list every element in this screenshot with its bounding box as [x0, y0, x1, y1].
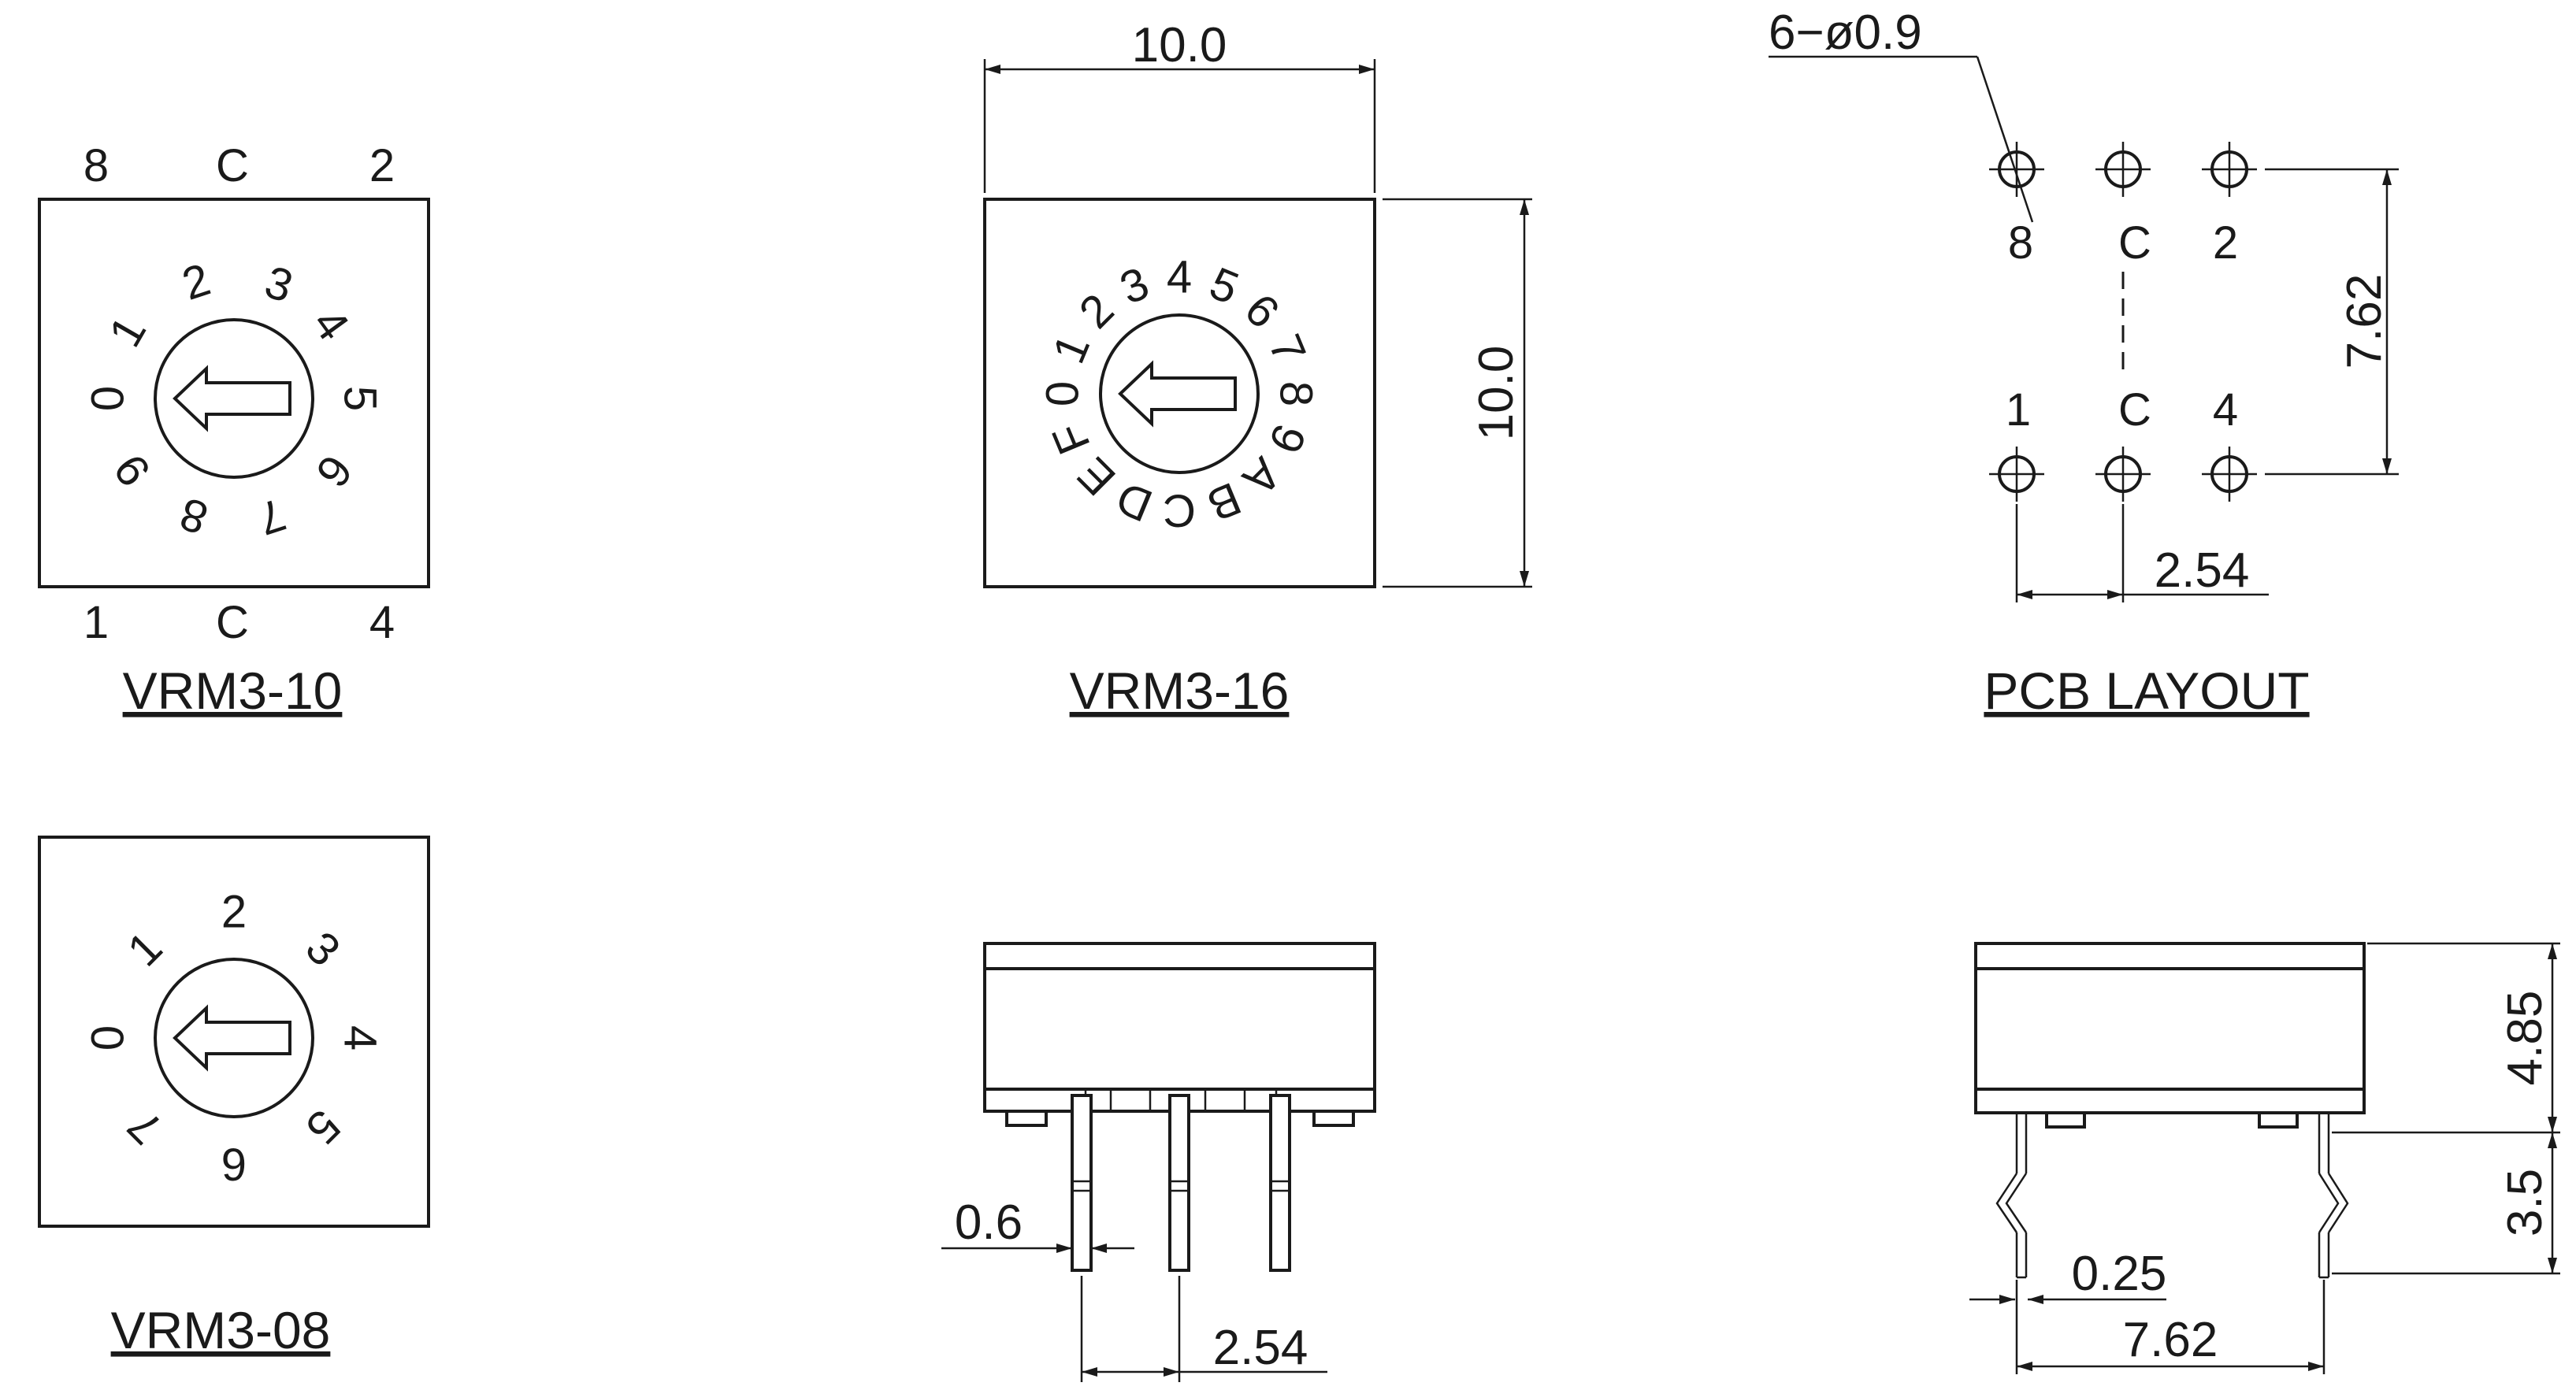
pcb-pin-label: 8 — [2008, 217, 2033, 269]
dial-digit: 0 — [1037, 381, 1089, 406]
vrm3-08-rotor — [154, 958, 314, 1118]
dial-digit: 6 — [1235, 284, 1290, 339]
dial-digit: 0 — [83, 1025, 134, 1051]
vrm3-10-pin-label: 2 — [369, 140, 395, 191]
vrm3-10-title: VRM3-10 — [123, 662, 343, 720]
vrm3-08-body-outline — [38, 836, 430, 1228]
pcb-hole — [1989, 447, 2044, 502]
vrm3-16-width-dim: 10.0 — [1132, 18, 1227, 72]
dial-digit: 4 — [1167, 252, 1192, 303]
vrm3-16-dial-digits: 0 1 2 3 4 5 6 7 8 9 A B C D E F — [1037, 252, 1322, 536]
vrm3-16-title: VRM3-16 — [1070, 662, 1290, 720]
dial-digit: 1 — [99, 308, 156, 355]
pcb-layout-view: 6−ø0.9 8 C 2 1 C 4 — [1769, 6, 2399, 720]
vrm3-10-pin-label: C — [216, 597, 249, 648]
side-view-standoff — [1005, 1110, 1048, 1127]
vrm3-10-rotor — [154, 318, 314, 479]
pcb-hole — [2202, 142, 2257, 197]
dial-digit: 4 — [335, 1025, 386, 1051]
dial-digit: B — [1201, 473, 1249, 532]
pcb-hole — [2095, 447, 2151, 502]
side-view: 0.6 2.54 — [941, 942, 1376, 1382]
dial-digit: 2 — [221, 887, 247, 938]
side-view-standoff — [1312, 1110, 1355, 1127]
dial-digit: 3 — [1113, 258, 1156, 314]
vrm3-16-rotor — [1099, 313, 1260, 474]
dial-digit: 8 — [1271, 381, 1322, 406]
dial-digit: 7 — [252, 488, 292, 545]
pcb-row-spacing-dim: 7.62 — [2337, 274, 2392, 369]
vrm3-16-body-outline — [983, 198, 1376, 588]
pcb-pin-label: C — [2118, 217, 2151, 269]
hole-spec-label: 6−ø0.9 — [1769, 6, 1922, 60]
end-view: 4.85 3.5 0.25 7.62 — [1969, 942, 2560, 1374]
pcb-pin-label: 1 — [2006, 384, 2031, 436]
vrm3-16-arrow-icon — [1118, 360, 1237, 428]
side-view-pitch-dim: 2.54 — [1213, 1321, 1308, 1375]
dial-digit: 5 — [1203, 258, 1246, 314]
hole-spec-leader — [1976, 56, 2034, 223]
dial-digit: 0 — [83, 386, 134, 411]
dial-digit: 6 — [306, 446, 362, 496]
end-view-pin-thickness-dim: 0.25 — [2072, 1247, 2167, 1301]
end-view-standoff — [2258, 1111, 2299, 1129]
dial-digit: 8 — [174, 487, 214, 544]
side-view-pin — [1168, 1094, 1190, 1272]
end-view-pin — [2318, 1113, 2349, 1279]
vrm3-10-pin-label: 4 — [369, 597, 395, 648]
vrm3-10-pin-label: 8 — [84, 140, 109, 191]
dial-digit: 4 — [303, 299, 359, 350]
vrm3-10-body-outline — [38, 198, 430, 588]
vrm3-16-view: 10.0 10.0 0 1 2 3 4 5 6 7 8 9 A B C D E … — [983, 18, 1532, 720]
vrm3-10-view: 8 C 2 0 1 2 3 4 5 6 7 8 9 1 C 4 VRM3-10 — [38, 140, 430, 720]
dial-digit: 7 — [118, 1100, 173, 1155]
dial-digit: F — [1042, 416, 1101, 461]
end-view-body — [1974, 942, 2366, 1091]
dial-digit: 6 — [221, 1139, 247, 1190]
end-view-base — [1974, 1088, 2366, 1114]
vrm3-08-title: VRM3-08 — [111, 1301, 331, 1359]
pcb-hole — [2202, 447, 2257, 502]
dial-digit: 3 — [259, 256, 299, 313]
pcb-pin-label: 2 — [2213, 217, 2238, 269]
vrm3-16-height-dim: 10.0 — [1469, 346, 1524, 441]
side-view-pin — [1071, 1094, 1093, 1272]
dial-digit: 7 — [1259, 328, 1316, 371]
vrm3-08-arrow-icon — [173, 1004, 291, 1072]
pcb-hole — [1989, 142, 2044, 197]
dial-digit: 5 — [296, 1100, 351, 1155]
dial-digit: 2 — [176, 254, 217, 310]
end-view-row-spacing-dim: 7.62 — [2123, 1313, 2218, 1367]
dial-digit: 1 — [118, 922, 173, 977]
pcb-pin-label: 4 — [2213, 384, 2238, 436]
pcb-layout-title: PCB LAYOUT — [1984, 662, 2309, 720]
vrm3-10-pin-label: C — [216, 140, 249, 191]
dial-digit: C — [1163, 485, 1196, 536]
dial-digit: 2 — [1070, 284, 1124, 339]
end-view-pin — [1995, 1113, 2028, 1279]
dial-digit: 9 — [104, 445, 161, 495]
pcb-hole — [2095, 142, 2151, 197]
pcb-pin-label: C — [2118, 384, 2151, 436]
dial-digit: 9 — [1259, 417, 1316, 461]
pcb-pitch-dim: 2.54 — [2155, 543, 2250, 598]
dial-digit: 5 — [335, 386, 386, 411]
end-view-standoff — [2045, 1111, 2086, 1129]
side-view-body — [983, 942, 1376, 1091]
vrm3-10-arrow-icon — [173, 365, 291, 432]
vrm3-08-dial-digits: 0 1 2 3 4 5 6 7 — [83, 887, 386, 1190]
dial-digit: 1 — [1043, 328, 1100, 371]
vrm3-10-dial-digits: 0 1 2 3 4 5 6 7 8 9 — [83, 254, 386, 545]
end-view-body-height-dim: 4.85 — [2498, 991, 2552, 1086]
dial-digit: E — [1067, 447, 1125, 505]
dial-digit: 3 — [296, 922, 351, 977]
side-view-pin-width-dim: 0.6 — [955, 1195, 1023, 1250]
end-view-pin-length-dim: 3.5 — [2498, 1169, 2552, 1236]
vrm3-10-pin-label: 1 — [84, 597, 109, 648]
vrm3-08-view: 0 1 2 3 4 5 6 7 VRM3-08 — [38, 836, 430, 1359]
dial-digit: A — [1233, 447, 1291, 506]
dial-digit: D — [1109, 472, 1160, 532]
side-view-pin — [1269, 1094, 1291, 1272]
